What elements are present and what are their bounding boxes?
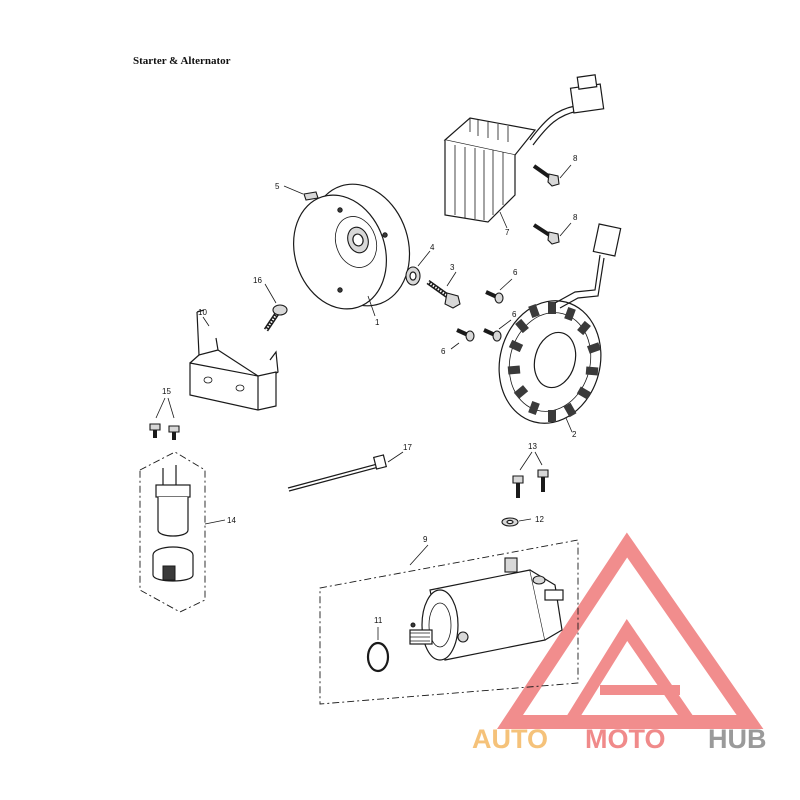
part-3-bolt bbox=[426, 271, 461, 309]
part-9-starter-motor bbox=[319, 539, 579, 705]
part-6-screws bbox=[450, 278, 513, 350]
callout-2: 2 bbox=[572, 430, 577, 439]
part-15-bolts bbox=[149, 397, 180, 440]
part-8-bolt-upper bbox=[532, 164, 572, 187]
callout-17: 17 bbox=[403, 443, 412, 452]
part-7-regulator bbox=[443, 74, 605, 229]
watermark-text: AUTO MOTO HUB bbox=[472, 724, 767, 754]
callout-14: 14 bbox=[227, 516, 236, 525]
watermark-logo bbox=[496, 532, 764, 729]
callout-6c: 6 bbox=[441, 347, 446, 356]
callout-5: 5 bbox=[275, 182, 280, 191]
callout-9: 9 bbox=[423, 535, 428, 544]
callout-10: 10 bbox=[198, 308, 207, 317]
callout-1: 1 bbox=[375, 318, 380, 327]
callout-15: 15 bbox=[162, 387, 171, 396]
part-1-flywheel bbox=[293, 183, 411, 317]
part-2-stator bbox=[498, 223, 622, 433]
part-4-washer bbox=[405, 250, 431, 286]
part-13-bolts bbox=[512, 451, 549, 498]
part-16-bolt bbox=[263, 283, 288, 332]
callout-7: 7 bbox=[505, 228, 510, 237]
part-12-washer bbox=[501, 517, 532, 527]
part-10-bracket bbox=[189, 309, 279, 411]
watermark-hub: HUB bbox=[708, 724, 767, 754]
part-17-cable-tie bbox=[287, 451, 404, 492]
watermark-auto: AUTO bbox=[472, 724, 548, 754]
callout-13: 13 bbox=[528, 442, 537, 451]
callout-4: 4 bbox=[430, 243, 435, 252]
part-11-o-ring bbox=[366, 627, 390, 673]
callout-8b: 8 bbox=[573, 213, 578, 222]
diagram-title: Starter & Alternator bbox=[133, 55, 231, 67]
watermark-moto: MOTO bbox=[585, 724, 666, 754]
callout-6b: 6 bbox=[512, 310, 517, 319]
callout-8a: 8 bbox=[573, 154, 578, 163]
callout-11: 11 bbox=[374, 616, 383, 625]
part-5-key bbox=[283, 185, 319, 201]
callout-12: 12 bbox=[535, 515, 544, 524]
callout-3: 3 bbox=[450, 263, 455, 272]
part-14-solenoid bbox=[139, 451, 226, 613]
part-8-bolt-lower bbox=[532, 222, 572, 245]
callout-6a: 6 bbox=[513, 268, 518, 277]
callout-labels: 1 2 3 4 5 6 6 6 7 8 8 9 10 11 12 13 14 1… bbox=[162, 154, 578, 625]
callout-16: 16 bbox=[253, 276, 262, 285]
